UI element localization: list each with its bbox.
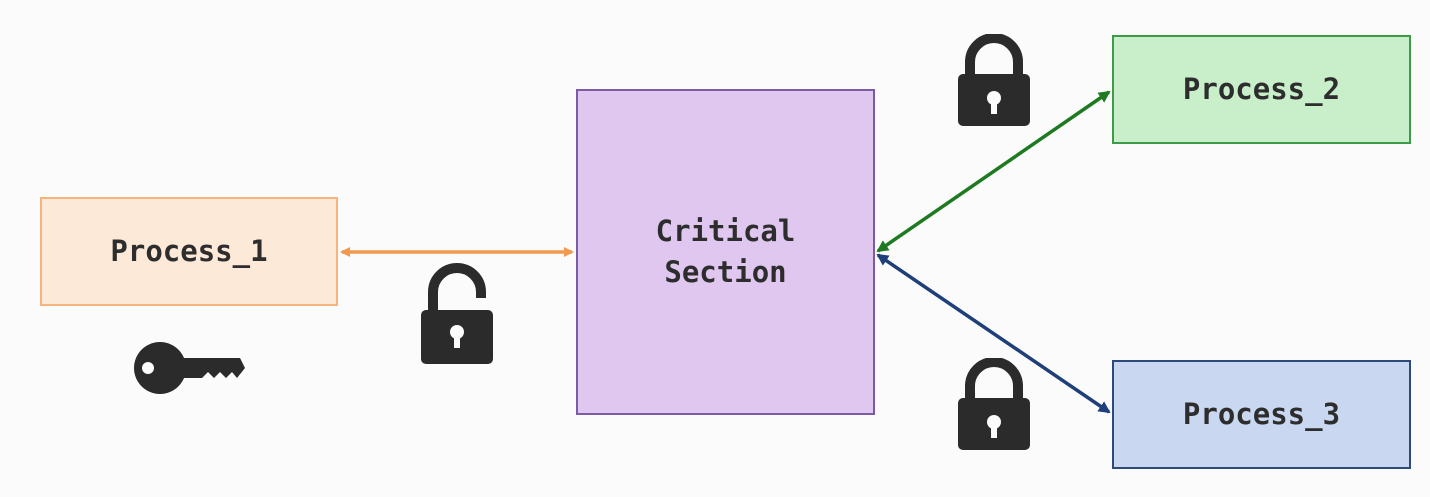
- key-icon: [134, 342, 245, 394]
- process-3-label: Process_3: [1182, 397, 1341, 431]
- unlocked-padlock-icon: [421, 263, 493, 364]
- process-1-label: Process_1: [110, 234, 268, 268]
- process-2-node: Process_2: [1112, 35, 1411, 144]
- process-1-node: Process_1: [40, 197, 338, 306]
- locked-padlock-icon: [958, 358, 1030, 450]
- process-3-node: Process_3: [1112, 360, 1411, 469]
- locked-padlock-icon: [958, 34, 1030, 126]
- process-3-to-critical-arrow: [876, 253, 1111, 414]
- process-2-label: Process_2: [1182, 72, 1341, 106]
- critical-section-label: Critical Section: [655, 214, 796, 289]
- critical-section-node: Critical Section: [576, 89, 875, 415]
- process-2-to-critical-arrow: [876, 90, 1111, 253]
